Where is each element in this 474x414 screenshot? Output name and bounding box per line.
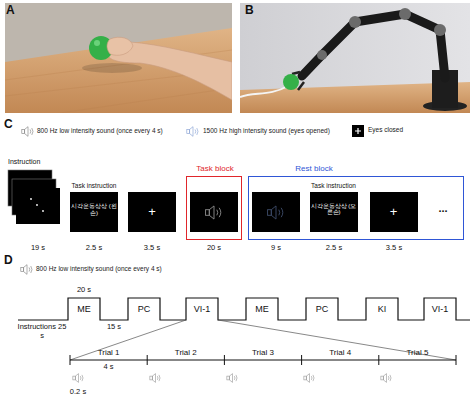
duration-label: 3.5 s: [386, 244, 402, 253]
node-heading: Instruction: [8, 158, 78, 166]
node-text: 시각운동상상 (오른손): [310, 203, 358, 217]
duration-label: 2.5 s: [86, 244, 102, 253]
screen-symbol: [352, 125, 364, 137]
block-label: PC: [138, 304, 151, 314]
dot: [36, 204, 38, 206]
cross-symbol: [355, 128, 361, 134]
block-timeline: [18, 298, 470, 320]
zoom-line: [70, 320, 456, 360]
block-label: ME: [77, 304, 91, 314]
sound-symbol: [21, 265, 32, 275]
sound-symbol: [187, 127, 198, 137]
eyes-closed-symbol: [352, 125, 366, 137]
block-label: VI-1: [194, 304, 211, 314]
fixation-screen: +: [128, 192, 176, 232]
trial-label: Trial 5: [406, 348, 428, 357]
trial-label: Trial 4: [329, 348, 351, 357]
photo-robot: [240, 3, 470, 113]
fixation-screen: +: [370, 192, 418, 232]
instruction-screen: Task instruction시각운동상상 (왼손): [70, 192, 118, 232]
panel-label: B: [245, 4, 254, 18]
duration-label: 9 s: [271, 244, 281, 253]
ellipsis: ...: [438, 202, 447, 215]
sound-symbol: [186, 126, 200, 138]
sound-icon: [73, 374, 391, 383]
block-label: ME: [255, 304, 269, 314]
sound-symbol: [20, 264, 34, 276]
legend-text: 1500 Hz high intensity sound (eyes opene…: [203, 127, 330, 134]
rest-block: Rest blockTask instruction시각운동상상 (오른손)+: [248, 176, 464, 240]
node-heading: +: [370, 192, 418, 232]
dot: [42, 210, 44, 212]
sound-symbol: [22, 127, 33, 137]
duration-label: 15 s: [107, 323, 121, 332]
block-label: VI-1: [432, 304, 449, 314]
node-heading: Task block: [181, 164, 249, 173]
photo-arm: [5, 3, 232, 113]
duration-label: 4 s: [104, 363, 114, 372]
instruction-screen: Task instruction시각운동상상 (오른손): [310, 192, 358, 232]
panel-label: C: [4, 118, 13, 132]
instruction-dots: [16, 188, 60, 224]
duration-label: Instructions 25 s: [16, 323, 68, 340]
trial-label: Trial 2: [175, 348, 197, 357]
duration-label: 20 s: [207, 244, 221, 253]
task-block: Task block: [186, 176, 242, 240]
legend-text: 800 Hz low intensity sound (once every 4…: [37, 127, 163, 134]
legend-text: Eyes closed: [368, 126, 403, 133]
trial-label: Trial 1: [98, 348, 120, 357]
block-label: KI: [378, 304, 387, 314]
sound-symbol: [21, 126, 35, 138]
sound-screen: [190, 192, 238, 232]
duration-label: 2.5 s: [326, 244, 342, 253]
node-heading: +: [128, 192, 176, 232]
sound-screen: [252, 192, 300, 232]
duration-label: 3.5 s: [144, 244, 160, 253]
trial-label: Trial 3: [252, 348, 274, 357]
panel-label: A: [6, 4, 15, 18]
duration-label: 0.2 s: [70, 388, 86, 397]
duration-label: 20 s: [77, 286, 91, 295]
node-heading: Task instruction: [302, 182, 366, 189]
node-heading: Task instruction: [62, 182, 126, 189]
panel-label: D: [4, 254, 13, 268]
block-label: PC: [316, 304, 329, 314]
duration-label: 19 s: [31, 244, 45, 253]
node-text: 시각운동상상 (왼손): [70, 203, 118, 217]
instruction-screen: Instruction: [16, 188, 60, 224]
dot: [30, 198, 32, 200]
node-heading: Rest block: [269, 164, 359, 173]
legend-text: 800 Hz low intensity sound (once every 4…: [36, 265, 162, 272]
